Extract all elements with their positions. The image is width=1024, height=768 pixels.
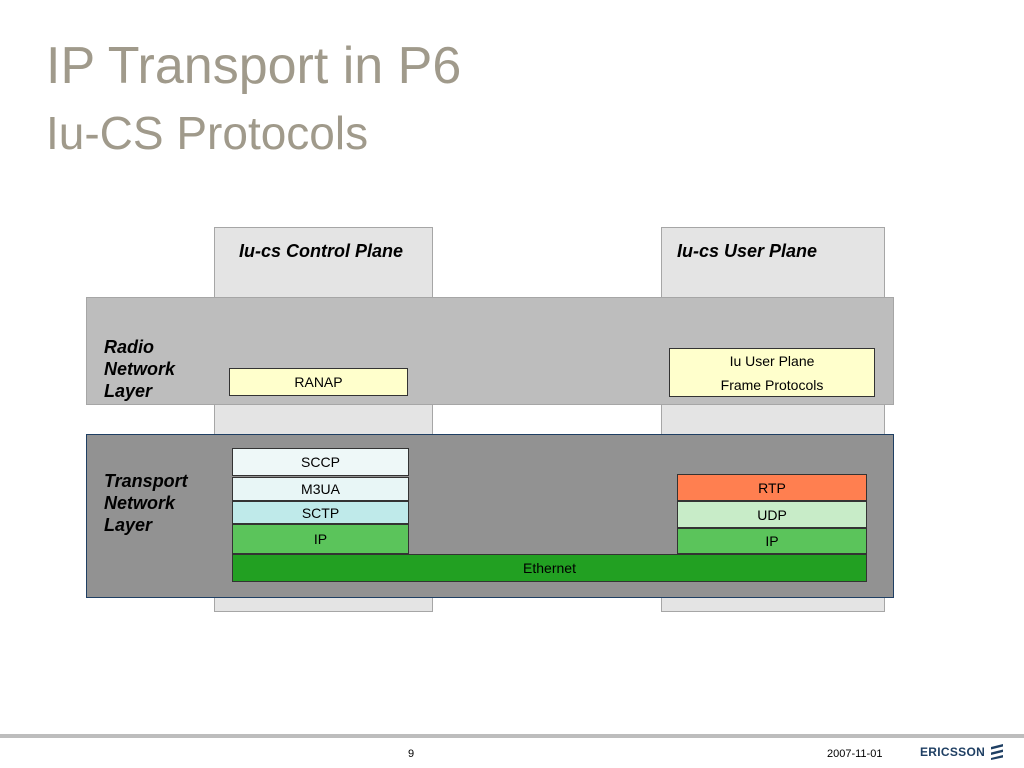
control-plane-label: Iu-cs Control Plane <box>239 241 404 261</box>
page-number: 9 <box>408 748 415 760</box>
sctp-box: SCTP <box>232 501 409 524</box>
udp-box: UDP <box>677 501 867 528</box>
radio-layer-label-line-3: Layer <box>104 381 153 401</box>
transport-layer-label-line-3: Layer <box>104 515 153 535</box>
radio-layer-label-line-1: Radio <box>104 337 155 357</box>
transport-layer-label-line-1: Transport <box>104 471 188 491</box>
slide-title: IP Transport in P6 <box>46 37 462 95</box>
transport-layer-label: Transport Network Layer <box>104 470 188 536</box>
iu-user-plane-fp-line-1: Iu User Plane <box>729 352 815 369</box>
rtp-box: RTP <box>677 474 867 501</box>
ethernet-box: Ethernet <box>232 554 867 582</box>
ranap-box: RANAP <box>229 368 408 396</box>
m3ua-box: M3UA <box>232 477 409 501</box>
user-plane-label: Iu-cs User Plane <box>677 241 818 261</box>
footer-divider <box>0 734 1024 738</box>
control-ip-box: IP <box>232 524 409 554</box>
user-ip-box: IP <box>677 528 867 554</box>
brand-name: ERICSSON <box>920 745 986 759</box>
footer-date: 2007-11-01 <box>827 748 883 760</box>
radio-layer-label-line-2: Network <box>104 359 176 379</box>
iu-user-plane-fp-line-2: Frame Protocols <box>720 376 824 393</box>
transport-layer-label-line-2: Network <box>104 493 176 513</box>
ericsson-logo: ERICSSON <box>920 744 1004 760</box>
iu-user-plane-fp-box: Iu User Plane Frame Protocols <box>669 348 875 397</box>
sccp-box: SCCP <box>232 448 409 476</box>
ericsson-mark-icon <box>991 744 1004 760</box>
radio-layer-label: Radio Network Layer <box>104 336 175 402</box>
slide-subtitle: Iu-CS Protocols <box>46 107 369 159</box>
